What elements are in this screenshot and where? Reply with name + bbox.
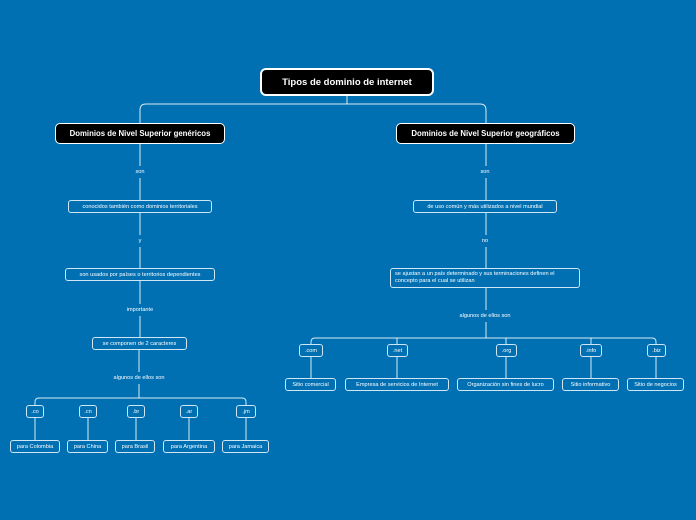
geographic-desc-net[interactable]: Empresa de servicios de Internet — [345, 378, 449, 391]
generic-importante-label: importante — [126, 307, 154, 313]
geographic-tld-net[interactable]: .net — [387, 344, 408, 357]
geographic-desc-biz[interactable]: Sitio de negocios — [627, 378, 684, 391]
geographic-desc-info[interactable]: Sitio informativo — [562, 378, 619, 391]
generic-examples-label: algunos de ellos son — [113, 375, 165, 381]
geographic-domains-topic[interactable]: Dominios de Nivel Superior geográficos — [396, 123, 575, 144]
geographic-adjust-node[interactable]: se ajustan a un país determinado y sus t… — [390, 268, 580, 288]
geographic-no-label: no — [481, 238, 489, 244]
generic-desc-ar[interactable]: para Argentina — [163, 440, 215, 453]
connector-1 — [139, 103, 487, 123]
generic-y-label: y — [138, 238, 142, 244]
generic-used-by-node[interactable]: son usados por países o territorios depe… — [65, 268, 215, 281]
connector-10 — [34, 397, 247, 405]
geographic-tld-com[interactable]: .com — [299, 344, 323, 357]
geographic-desc-com[interactable]: Sitio comercial — [285, 378, 336, 391]
generic-two-chars-node[interactable]: se componen de 2 caracteres — [92, 337, 187, 350]
generic-tld-br[interactable]: .br — [127, 405, 145, 418]
generic-desc-br[interactable]: para Brasil — [115, 440, 155, 453]
geographic-tld-org[interactable]: .org — [496, 344, 517, 357]
geographic-examples-label: algunos de ellos son — [459, 313, 511, 319]
geographic-tld-info[interactable]: .info — [580, 344, 602, 357]
generic-desc-co[interactable]: para Colombia — [10, 440, 60, 453]
generic-son-label: son — [135, 169, 145, 175]
connector-22 — [310, 337, 657, 344]
generic-desc-cn[interactable]: para China — [67, 440, 108, 453]
generic-tld-cn[interactable]: .cn — [79, 405, 97, 418]
geographic-son-label: son — [480, 169, 490, 175]
generic-domains-topic[interactable]: Dominios de Nivel Superior genéricos — [55, 123, 225, 144]
generic-tld-ar[interactable]: .ar — [180, 405, 198, 418]
geographic-tld-biz[interactable]: .biz — [647, 344, 666, 357]
generic-desc-jm[interactable]: para Jamaica — [222, 440, 269, 453]
generic-tld-jm[interactable]: .jm — [236, 405, 256, 418]
geographic-common-use-node[interactable]: de uso común y más utilizados a nivel mu… — [413, 200, 557, 213]
root-topic[interactable]: Tipos de dominio de internet — [260, 68, 434, 96]
geographic-desc-org[interactable]: Organización sin fines de lucro — [457, 378, 554, 391]
generic-tld-co[interactable]: .co — [26, 405, 44, 418]
generic-known-as-node[interactable]: conocidos también como dominios territor… — [68, 200, 212, 213]
